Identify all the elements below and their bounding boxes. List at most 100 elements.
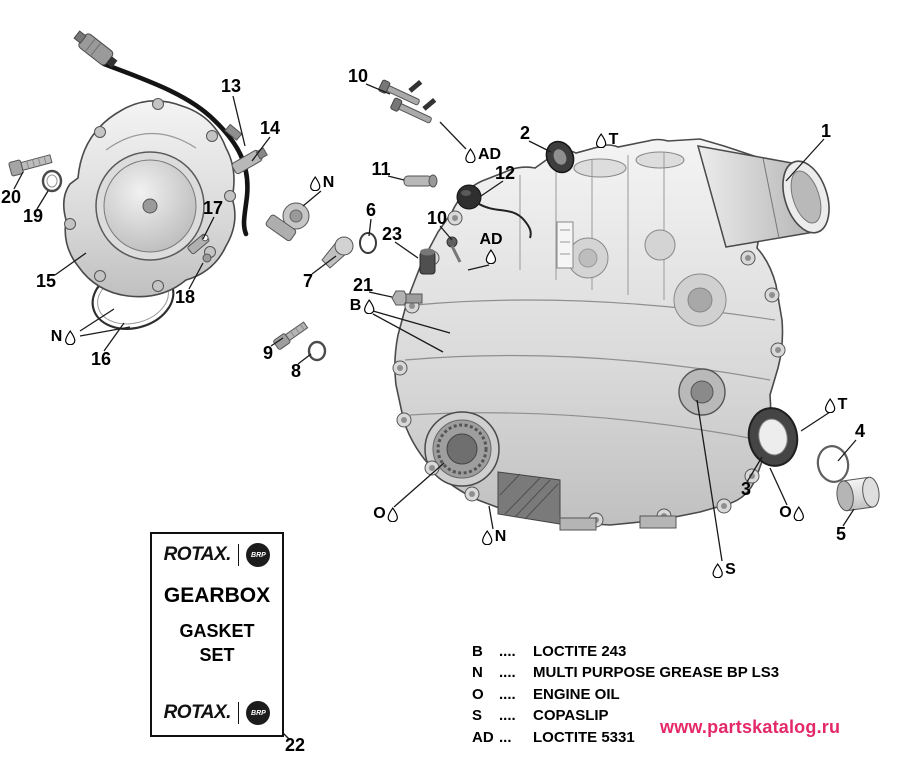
marker-letter: T: [608, 131, 619, 148]
legend-code: S: [472, 707, 483, 725]
callout-1: 1: [820, 121, 832, 141]
droplet-icon: [363, 298, 374, 314]
legend-desc: MULTI PURPOSE GREASE BP LS3: [533, 664, 780, 682]
legend-desc: ENGINE OIL: [533, 685, 620, 703]
legend-code: B: [472, 643, 483, 660]
legend-sep: ....: [499, 685, 516, 703]
legend-sep: ....: [499, 664, 516, 682]
droplet-icon: [595, 132, 607, 148]
droplet-icon: [388, 506, 399, 522]
droplet-icon: [465, 147, 476, 163]
rotax-wordmark: ROTAX.: [163, 702, 232, 723]
brp-badge-text: BRP: [251, 709, 266, 717]
marker-letter: AD: [479, 231, 503, 248]
callout-5: 5: [835, 524, 847, 544]
droplet-icon: [485, 249, 497, 264]
marker-N-3: N: [482, 528, 507, 545]
callout-20: 20: [0, 187, 22, 207]
marker-AD-2: AD: [479, 231, 503, 264]
droplet-icon: [482, 529, 493, 545]
legend-row-s: S .... COPASLIP: [472, 707, 779, 728]
callout-15: 15: [35, 271, 57, 291]
part-seal-3: [747, 407, 799, 467]
callout-11: 11: [371, 159, 391, 179]
part-washer-19: [41, 169, 63, 193]
brp-badge: BRP: [246, 543, 271, 567]
part-sensor-ring: [265, 202, 310, 242]
part-plug-23: [419, 248, 436, 275]
rotax-wordmark: ROTAX.: [163, 544, 232, 565]
legend-sep: ...: [499, 728, 512, 746]
part-sensor-12: [456, 184, 532, 239]
rotax-brand-row-bottom: ROTAX. BRP: [164, 701, 271, 725]
gasket-box-title-3: SET: [199, 645, 235, 665]
marker-O-1: O: [373, 505, 399, 522]
part-ring-4: [816, 445, 850, 483]
gasket-box-title-1: GEARBOX: [163, 584, 271, 607]
marker-letter: O: [779, 504, 792, 521]
callout-21: 21: [352, 275, 374, 295]
part-bolt-9: [273, 321, 309, 350]
part-bolt-20: [8, 154, 53, 177]
callout-14: 14: [259, 118, 281, 138]
part-fitting-11: [403, 174, 438, 188]
callout-13: 13: [220, 76, 242, 96]
rotax-brand-row-top: ROTAX. BRP: [164, 543, 271, 567]
callout-12: 12: [494, 163, 516, 183]
legend-row-n: N .... MULTI PURPOSE GREASE BP LS3: [472, 664, 779, 685]
part-bracket-17: [187, 233, 210, 255]
watermark: www.partskatalog.ru: [660, 717, 841, 737]
marker-letter: O: [373, 505, 386, 522]
part-bushing-5: [836, 476, 880, 512]
housing-label: [556, 221, 574, 269]
brand-divider: [237, 544, 240, 566]
callout-16: 16: [90, 349, 112, 369]
marker-T-1: T: [595, 131, 619, 148]
legend-desc: COPASLIP: [533, 707, 609, 725]
legend-desc: LOCTITE 243: [533, 643, 627, 660]
lubricant-legend: B .... LOCTITE 243 N .... MULTI PURPOSE …: [472, 643, 779, 750]
droplet-icon: [712, 562, 723, 578]
brp-badge: BRP: [246, 701, 271, 725]
part-washer-8: [307, 340, 327, 362]
callout-3: 3: [740, 479, 752, 499]
marker-N-2: N: [310, 174, 335, 191]
marker-letter: S: [725, 561, 736, 578]
marker-letter: N: [322, 174, 335, 191]
legend-code: O: [472, 685, 484, 703]
gasket-set-box: ROTAX. BRP GEARBOX GASKET SET ROTAX. BRP: [150, 532, 284, 737]
callout-19: 19: [22, 206, 44, 226]
part-screws-10: [378, 79, 437, 124]
callout-23: 23: [381, 224, 403, 244]
housing-bracket-hatched: [497, 471, 561, 525]
marker-letter: N: [494, 528, 507, 545]
callout-4: 4: [854, 421, 866, 441]
marker-letter: B: [349, 297, 362, 314]
part-cable-13: [73, 30, 250, 237]
legend-code: AD: [472, 728, 494, 746]
part-plug-21: [391, 290, 423, 306]
legend-row-o: O .... ENGINE OIL: [472, 686, 779, 707]
marker-S: S: [712, 562, 736, 578]
legend-sep: ....: [499, 643, 516, 660]
callout-2: 2: [519, 123, 531, 143]
droplet-icon: [310, 175, 321, 191]
callout-8: 8: [290, 361, 302, 381]
marker-letter: N: [50, 328, 63, 345]
callout-9: 9: [262, 343, 274, 363]
brp-badge-text: BRP: [251, 551, 266, 559]
droplet-icon: [824, 397, 836, 413]
marker-O-2: O: [779, 504, 805, 521]
part-bolt-10b: [446, 236, 462, 263]
brand-divider: [237, 702, 240, 724]
droplet-icon: [794, 505, 805, 521]
callout-18: 18: [174, 287, 196, 307]
callout-7: 7: [302, 271, 314, 291]
marker-N-1: N: [51, 329, 76, 345]
part-grommet-2: [545, 140, 575, 174]
callout-22: 22: [284, 735, 306, 755]
legend-row-ad: AD ... LOCTITE 5331: [472, 729, 779, 750]
marker-letter: AD: [477, 146, 502, 163]
